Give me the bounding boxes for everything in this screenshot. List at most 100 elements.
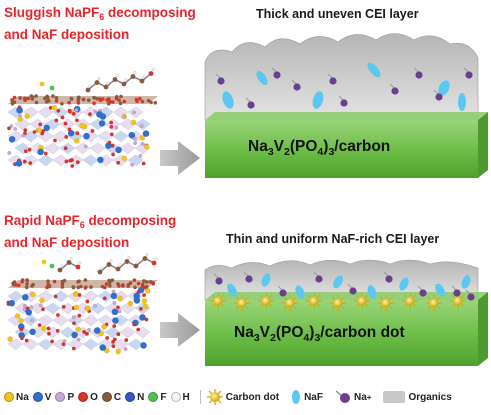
na-ion (315, 275, 323, 283)
polyhedron (37, 154, 54, 167)
atom (56, 108, 61, 113)
atom (28, 161, 33, 166)
atom (67, 108, 72, 113)
carbon-atom (114, 96, 119, 101)
carbon-atom (117, 284, 121, 288)
atom (71, 331, 78, 339)
carbon-atom (117, 98, 121, 102)
na-ion-icon (335, 390, 350, 403)
top-title-subscript: 6 (99, 12, 105, 22)
atom (74, 108, 79, 112)
bottom-formula-sub2: 2 (270, 332, 276, 344)
atom (133, 297, 141, 304)
o-atom-icon (78, 392, 89, 402)
carbon-dot (257, 292, 275, 310)
atom (130, 162, 135, 167)
na-ion-tail (389, 83, 395, 89)
top-layer-caption: Thick and uneven CEI layer (256, 7, 419, 21)
atom (107, 140, 112, 145)
atom (36, 127, 43, 133)
n-atom-icon (125, 392, 136, 402)
carbon-atom (119, 94, 123, 99)
na-ion-tail (291, 79, 297, 85)
carbon-atom (12, 95, 17, 100)
atom (29, 328, 36, 336)
h-atom (100, 266, 104, 270)
polyhedron (119, 142, 136, 155)
atom (8, 135, 16, 143)
atom (84, 331, 89, 336)
h-atom (136, 260, 140, 264)
na-atom (41, 259, 47, 265)
carbon-atom (24, 285, 29, 290)
legend-atom-o: O (78, 392, 98, 403)
na-ion-tail (313, 271, 319, 277)
atom (87, 327, 92, 332)
bottom-layer-caption: Thin and uniform NaF-rich CEI layer (226, 232, 440, 246)
carbon-atom (145, 280, 149, 284)
carbon-atom (52, 279, 57, 284)
naf-crystal (312, 91, 324, 109)
atom (67, 127, 72, 132)
atom (88, 112, 92, 117)
atom (41, 325, 47, 332)
p-atom-icon (55, 392, 66, 402)
bottom-arrow (160, 313, 200, 347)
carbon-atom (86, 98, 91, 102)
polyhedron (97, 130, 114, 143)
bottom-title-line2: and NaF deposition (4, 235, 130, 250)
carbon-dot-core (285, 298, 295, 308)
carbon-dot (425, 294, 443, 312)
carbon-dot-core (381, 298, 391, 308)
atom (97, 156, 104, 164)
carbon-atom (62, 278, 67, 283)
atom (43, 151, 48, 156)
na-ion (349, 287, 357, 295)
atom (116, 305, 120, 310)
top-surface-carbon-layer (8, 94, 158, 106)
na-ion (415, 71, 423, 79)
na-ion (435, 93, 443, 101)
atom (105, 335, 110, 340)
atom (7, 336, 13, 342)
bottom-title-tail: decomposing (84, 213, 177, 228)
atom (79, 122, 85, 129)
legend-na-ion: Na+ (335, 390, 371, 404)
carbon-atom (44, 100, 49, 104)
na-ion (247, 101, 255, 109)
bottom-panel-title: Rapid NaPF6 decomposing and NaF depositi… (4, 212, 176, 251)
carbon-dot (233, 294, 251, 312)
legend-atom-c: C (101, 392, 121, 403)
h-atom (154, 257, 158, 261)
na-ion (293, 83, 301, 91)
carbon-dot (377, 294, 395, 312)
atom (115, 348, 121, 355)
atom (24, 113, 30, 119)
top-formula-po: (PO (289, 138, 318, 155)
molecule-atom (151, 260, 157, 266)
naf-crystal (461, 275, 471, 289)
atom (27, 147, 32, 152)
bottom-substrate-label: Na3V2(PO4)3/carbon dot (234, 324, 405, 344)
legend-atom-p: P (55, 392, 74, 403)
atom (111, 152, 116, 157)
atom (55, 328, 60, 333)
carbon-atom (54, 96, 59, 100)
atom (63, 121, 68, 126)
f-atom (49, 85, 55, 91)
na-ion (465, 71, 473, 79)
atom (29, 305, 34, 310)
atom (133, 141, 138, 146)
atom (72, 291, 79, 297)
atom (8, 299, 16, 307)
na-ion (391, 87, 399, 95)
atom (13, 126, 18, 131)
atom (111, 308, 119, 316)
carbon-dot-core (261, 296, 271, 306)
legend-atom-v: V (32, 392, 51, 403)
carbon-atom (60, 102, 64, 106)
carbon-dot-core (453, 296, 463, 306)
polyhedron (89, 142, 106, 155)
carbon-dot (209, 292, 227, 310)
h-atom (118, 263, 122, 267)
